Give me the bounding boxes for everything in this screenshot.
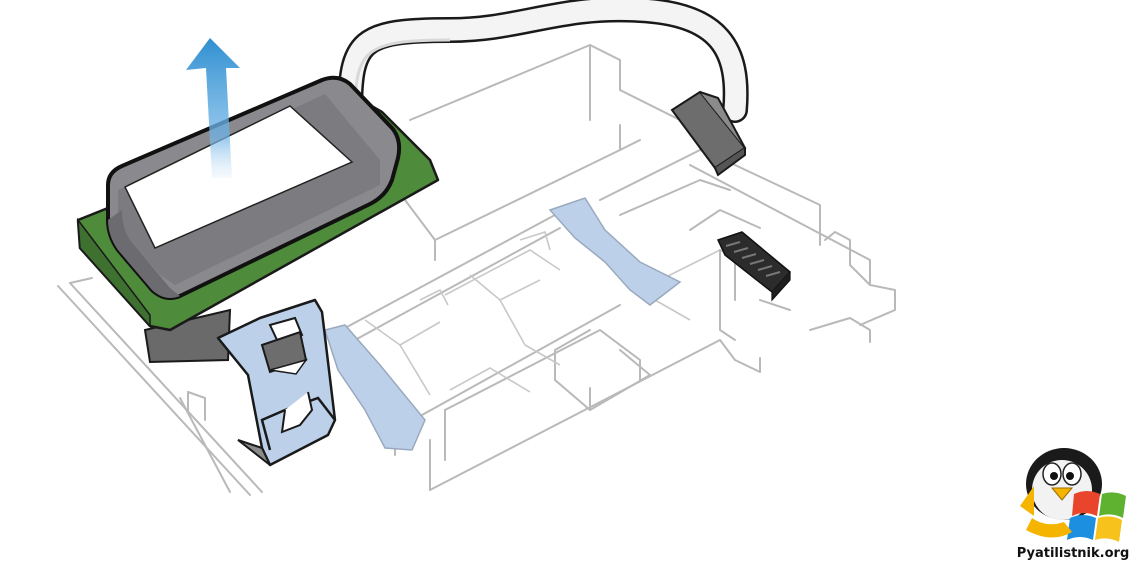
right-guide-strip [548, 197, 682, 306]
watermark-logo: Pyatilistnik.org [1012, 446, 1134, 570]
chassis-outline [57, 44, 896, 496]
penguin-windows-logo [1020, 448, 1126, 542]
watermark-text: Pyatilistnik.org [1016, 546, 1130, 561]
battery-pack [106, 75, 402, 300]
left-guide-strip [324, 324, 426, 451]
up-arrow-icon [186, 38, 240, 178]
cable-connector [670, 90, 747, 177]
battery-label [123, 105, 354, 249]
board-connector [716, 231, 792, 302]
battery-cable [337, 0, 749, 128]
battery-retention-clip [143, 298, 337, 467]
